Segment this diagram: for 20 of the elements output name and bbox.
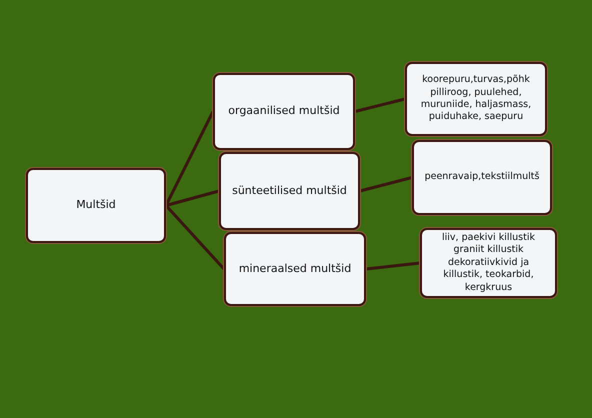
box-label: liiv, paekivi killustik graniit killustik dekoratiivkivid ja killustik, teokarbid, kergkruus [441,232,536,294]
text-box [26,168,166,243]
connector-line [164,110,214,206]
box-label: orgaanilised multšid [228,104,340,119]
text-box [213,73,355,150]
box-label: sünteetilised multšid [232,184,347,198]
connector-line [166,190,220,207]
box-label: Multšid [76,198,116,213]
box-label: koorepuru,turvas,põhk pilliroog, puulehed, muruniide, haljasmass, puiduhake, saepuru [420,74,532,124]
text-box [224,232,366,306]
box-label: mineraalsed multšid [238,262,352,276]
box-label: peenravaip,tekstiilmultš [424,171,540,184]
text-box [412,140,552,215]
connector-line [360,176,412,192]
connector-line [354,98,406,113]
text-box [219,152,360,230]
connector-line [366,262,420,270]
text-box [405,62,547,136]
connector-line [164,204,226,270]
text-box [420,228,557,298]
